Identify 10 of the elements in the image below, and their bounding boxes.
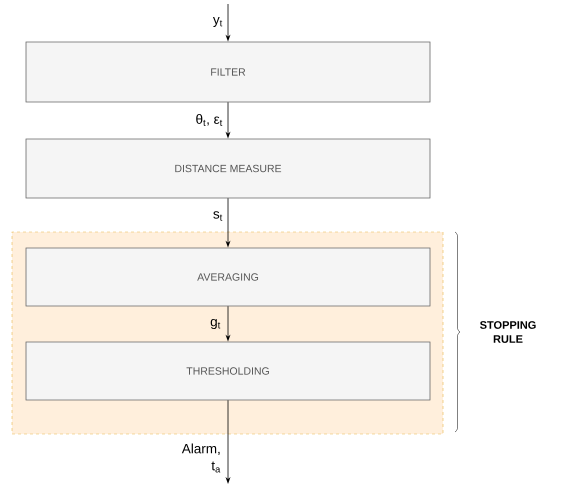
process-box: DISTANCE MEASURE — [26, 138, 430, 198]
edge-label: s$_{t}$ — [213, 211, 222, 221]
edge-label: g$_{t}$ — [210, 318, 220, 330]
process-box: AVERAGING — [26, 248, 430, 306]
edge-label: y$_{t}$ — [212, 17, 222, 27]
edge-label: Alarm, t$_{a}$ — [182, 443, 220, 472]
edge-label: θ$_{t}$, ε$_{t}$ — [196, 114, 222, 126]
process-box: FILTER — [26, 42, 430, 102]
process-box: THRESHOLDING — [26, 342, 430, 400]
group-label: STOPPING RULE — [480, 321, 536, 343]
